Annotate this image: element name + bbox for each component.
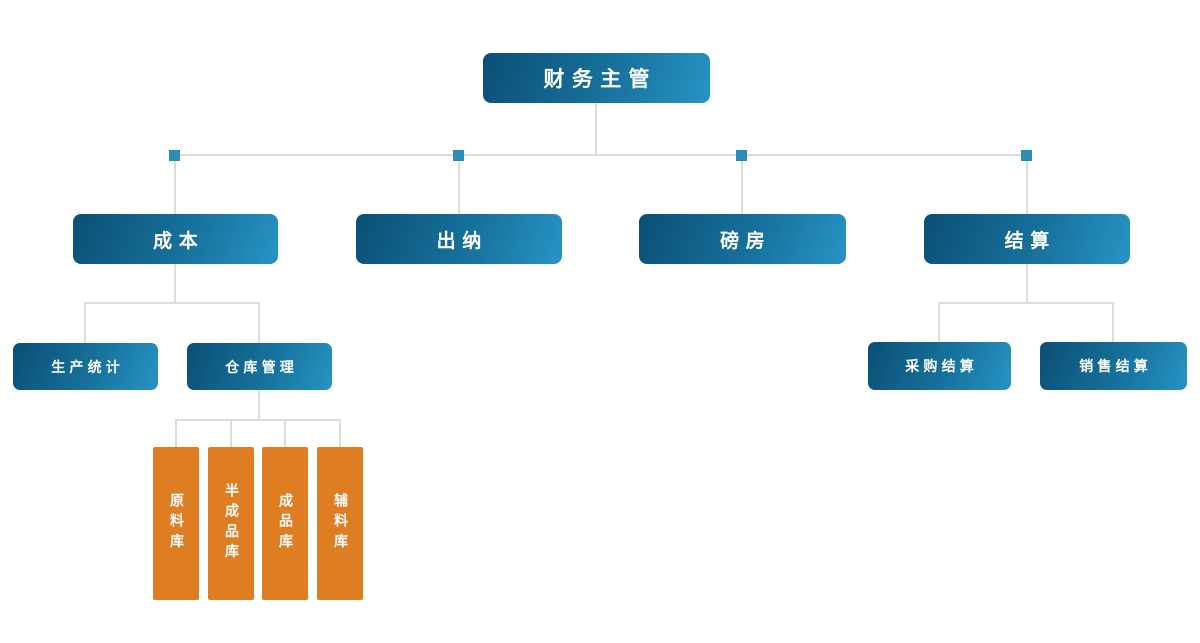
junction-square-weighbridge <box>736 150 747 161</box>
org-node-raw-material-warehouse: 原料库 <box>153 447 199 600</box>
org-node-production-statistics: 生产统计 <box>13 343 158 390</box>
org-node-finance-director: 财务主管 <box>483 53 710 103</box>
connector-settlement-drop <box>1026 160 1028 214</box>
connector-raw-drop <box>175 419 177 447</box>
connector-warehouse-down <box>258 390 260 421</box>
org-node-cashier: 出纳 <box>356 214 562 264</box>
org-node-auxiliary-warehouse: 辅料库 <box>317 447 363 600</box>
org-node-finished-warehouse: 成品库 <box>262 447 308 600</box>
connector-finished-drop <box>284 419 286 447</box>
connector-auxiliary-drop <box>339 419 341 447</box>
connector-root-drop <box>595 103 597 155</box>
org-node-warehouse-management: 仓库管理 <box>187 343 332 390</box>
connector-cashier-drop <box>458 160 460 214</box>
connector-semifinished-drop <box>230 419 232 447</box>
org-node-weighbridge: 磅房 <box>639 214 846 264</box>
org-node-settlement: 结算 <box>924 214 1130 264</box>
connector-prodstat-drop <box>84 302 86 343</box>
connector-cost-rail <box>84 302 260 304</box>
org-node-semifinished-warehouse: 半成品库 <box>208 447 254 600</box>
connector-settlement-down <box>1026 264 1028 303</box>
junction-square-cashier <box>453 150 464 161</box>
junction-square-cost <box>169 150 180 161</box>
org-node-cost: 成本 <box>73 214 278 264</box>
connector-weighbridge-drop <box>741 160 743 214</box>
connector-settlement-rail <box>938 302 1114 304</box>
connector-sales-drop <box>1112 302 1114 342</box>
connector-cost-drop <box>174 160 176 214</box>
org-node-sales-settlement: 销售结算 <box>1040 342 1187 390</box>
junction-square-settlement <box>1021 150 1032 161</box>
connector-level2-rail <box>174 154 1028 156</box>
connector-purchase-drop <box>938 302 940 342</box>
connector-warehouse-rail <box>175 419 341 421</box>
connector-warehouse-drop <box>258 302 260 343</box>
org-node-purchase-settlement: 采购结算 <box>868 342 1011 390</box>
connector-cost-down <box>174 264 176 303</box>
